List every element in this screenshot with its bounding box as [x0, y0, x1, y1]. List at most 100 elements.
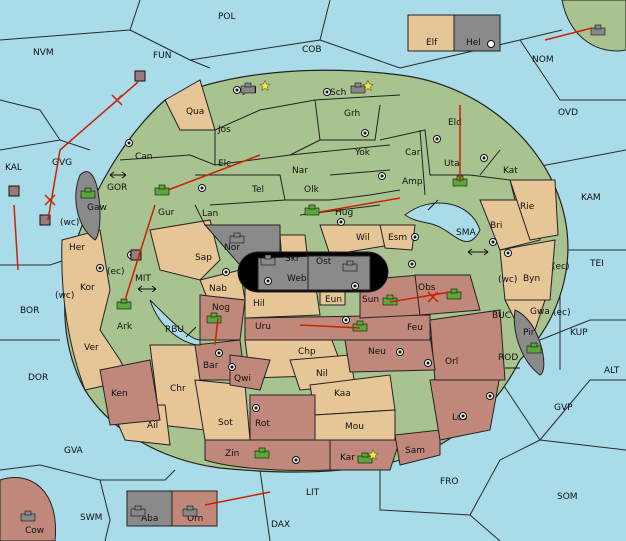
supply-center-dot — [325, 90, 329, 94]
tank-turret-icon — [84, 187, 92, 193]
legend-box-orn[interactable] — [171, 490, 218, 527]
label-sun: Sun — [362, 295, 379, 305]
label-web: Web — [287, 274, 307, 284]
star-icon — [259, 79, 271, 91]
units[interactable] — [8, 24, 606, 522]
province-nog — [199, 294, 246, 341]
supply-center-dot — [217, 351, 221, 355]
label-hil: Hil — [253, 299, 265, 309]
tank-turret-icon — [264, 254, 272, 260]
label-ec-2: (ec) — [552, 262, 570, 272]
label-buc: BUC — [492, 311, 511, 321]
label-jos: Jos — [217, 125, 231, 135]
label-kar: Kar — [340, 453, 355, 463]
sea-channel-rbu — [149, 299, 201, 346]
label-swm: SWM — [80, 513, 102, 523]
supply-center-dot — [230, 365, 234, 369]
label-qua: Qua — [186, 107, 204, 117]
label-sot: Sot — [218, 418, 233, 428]
label-nab: Nab — [209, 284, 227, 294]
supply-center-dot — [413, 235, 417, 239]
supply-centers — [96, 86, 512, 464]
label-eld: Eld — [448, 118, 462, 128]
supply-center-dot — [506, 251, 510, 255]
label-kam: KAM — [581, 193, 601, 203]
tank-turret-icon — [134, 505, 142, 511]
province-rot — [249, 394, 316, 441]
tank-turret-icon — [258, 447, 266, 453]
label-ec-3: (ec) — [553, 308, 571, 318]
label-fro: FRO — [440, 477, 459, 487]
supply-center-dot — [398, 350, 402, 354]
label-gaw: Gaw — [87, 203, 107, 213]
star-icon — [367, 448, 379, 460]
label-gor: GOR — [107, 183, 127, 193]
province-rie — [509, 179, 559, 241]
province-qwi — [229, 354, 271, 391]
label-car: Car — [405, 148, 421, 158]
supply-center-dot — [98, 266, 102, 270]
label-qwi: Qwi — [234, 374, 251, 384]
label-fun: FUN — [153, 51, 172, 61]
tank-turret-icon — [346, 260, 354, 266]
label-sap: Sap — [195, 253, 212, 263]
label-dax: DAX — [271, 520, 290, 530]
supply-center-dot — [426, 361, 430, 365]
supply-center-dot — [254, 406, 258, 410]
star-icon — [362, 79, 374, 91]
label-mit: MIT — [135, 274, 151, 284]
label-elf: Elf — [426, 38, 438, 48]
region-tan-west — [61, 229, 131, 391]
tank-turret-icon — [361, 452, 369, 458]
province-ken — [99, 359, 161, 426]
adjacency-arrows — [109, 171, 520, 369]
tank-turret-icon — [233, 232, 241, 238]
label-ark: Ark — [117, 322, 133, 332]
label-bri: Bri — [490, 221, 502, 231]
army-marker-icon[interactable] — [134, 70, 146, 82]
label-bar: Bar — [203, 361, 219, 371]
label-obs: Obs — [418, 283, 436, 293]
label-wc-1: (wc) — [60, 218, 79, 228]
label-olk: Olk — [304, 185, 320, 195]
province-pir — [513, 309, 545, 376]
label-sma: SMA — [456, 228, 476, 238]
tank-turret-icon — [308, 204, 316, 210]
label-gvp: GVP — [554, 403, 573, 413]
label-gva: GVA — [64, 446, 84, 456]
label-rbu: RBU — [165, 325, 184, 335]
move-arrows — [13, 27, 593, 506]
label-chr: Chr — [170, 384, 186, 394]
province-sap — [149, 219, 221, 281]
supply-center-dot — [127, 141, 131, 145]
label-ovd: OVD — [558, 108, 578, 118]
label-tel: Tel — [251, 185, 264, 195]
label-orl: Orl — [445, 357, 458, 367]
label-wil: Wil — [356, 233, 370, 243]
label-ost: Ost — [316, 257, 332, 267]
supply-center-dot — [339, 220, 343, 224]
label-ken: Ken — [111, 389, 128, 399]
province-byn — [499, 239, 556, 301]
tank-turret-icon — [158, 184, 166, 190]
army-marker-icon[interactable] — [130, 249, 142, 261]
label-bor: BOR — [20, 306, 39, 316]
supply-center-dot — [266, 279, 270, 283]
tank-turret-icon — [450, 288, 458, 294]
label-hug: Hug — [335, 208, 353, 218]
supply-center-dot — [224, 270, 228, 274]
label-ail: Ail — [147, 421, 158, 431]
label-uru: Uru — [255, 322, 271, 332]
army-marker-icon[interactable] — [8, 185, 20, 197]
label-ec-1: (ec) — [107, 267, 125, 277]
province-sot — [194, 379, 251, 441]
label-dor: DOR — [28, 373, 48, 383]
label-her: Her — [69, 243, 85, 253]
label-sch: Sch — [330, 88, 346, 98]
tank-turret-icon — [120, 298, 128, 304]
supply-center-dot — [294, 458, 298, 462]
label-lan: Lan — [202, 209, 218, 219]
army-marker-icon[interactable] — [39, 214, 51, 226]
supply-center-dot — [235, 88, 239, 92]
